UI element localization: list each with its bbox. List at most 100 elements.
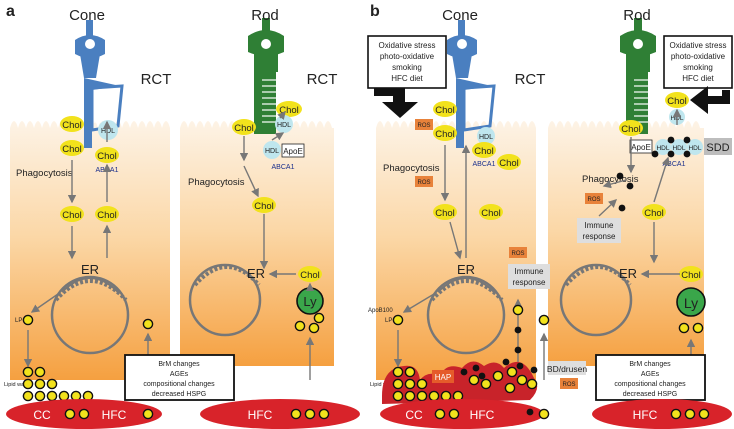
chol-badge: Chol [276, 101, 302, 117]
rod-title-a: Rod [251, 7, 279, 24]
svg-text:Immune: Immune [585, 221, 614, 230]
chol-badge: Chol [472, 142, 496, 158]
svg-text:Ly: Ly [303, 294, 317, 309]
svg-text:Chol: Chol [474, 146, 494, 157]
svg-text:Immune: Immune [515, 267, 544, 276]
rpe-cell-a-left [10, 121, 170, 380]
er-label-a-rod: ER [247, 266, 265, 281]
rod-photoreceptor-b [620, 18, 656, 134]
ros-box: ROS [415, 176, 433, 187]
chol-badge: Chol [232, 119, 256, 135]
svg-text:ApoE: ApoE [283, 147, 303, 156]
chol-badge: Chol [642, 204, 666, 220]
phagocytosis-label-b: Phagocytosis [383, 163, 440, 174]
hdl-badge: HDL [275, 115, 293, 133]
phagocytosis-label-a: Phagocytosis [16, 168, 73, 179]
lipid-wall-label-b: Lipid wall [370, 382, 393, 388]
chol-badge: Chol [479, 204, 503, 220]
lysosome: Ly [676, 287, 706, 317]
rpe-cell-a-right [180, 121, 334, 366]
svg-text:Oxidative stress: Oxidative stress [379, 41, 436, 50]
svg-text:ROS: ROS [587, 197, 600, 203]
lysosome: Ly [296, 287, 324, 315]
svg-text:HFC diet: HFC diet [391, 74, 423, 83]
svg-text:Chol: Chol [667, 96, 687, 107]
svg-text:Chol: Chol [62, 120, 82, 131]
lipid-wall-label-a: Lipid wall [4, 382, 27, 388]
svg-text:HDL: HDL [101, 128, 115, 135]
chol-badge: Chol [679, 266, 703, 282]
svg-text:BD/drusen: BD/drusen [547, 364, 587, 374]
svg-text:Chol: Chol [62, 144, 82, 155]
svg-text:AGEs: AGEs [170, 371, 189, 378]
svg-text:HDL: HDL [688, 145, 701, 152]
er-label-b-rod: ER [619, 266, 637, 281]
cc-label-a: CC [33, 408, 51, 422]
hdl-badge: HDL [98, 120, 118, 140]
er-organelle-a-rod [188, 263, 262, 337]
hdl-cluster: HDL HDL HDL [651, 136, 703, 158]
svg-text:Chol: Chol [481, 208, 501, 219]
apoe-box: ApoE [281, 143, 305, 158]
svg-text:BrM changes: BrM changes [158, 361, 200, 368]
svg-text:decreased HSPG: decreased HSPG [623, 391, 677, 398]
svg-text:photo-oxidative: photo-oxidative [671, 52, 726, 61]
bd-drusen-box: BD/drusen [547, 361, 587, 375]
rct-label-b: RCT [515, 71, 546, 88]
svg-text:Chol: Chol [97, 151, 117, 162]
svg-text:Chol: Chol [234, 123, 254, 134]
svg-text:smoking: smoking [392, 63, 422, 72]
chol-badge: Chol [60, 206, 84, 222]
svg-text:compositional changes: compositional changes [143, 381, 215, 388]
cone-photoreceptor-a [75, 20, 124, 148]
chol-badge: Chol [298, 266, 322, 282]
rod-photoreceptor-a [248, 18, 284, 134]
svg-text:HDL: HDL [656, 145, 669, 152]
rct-label-a-rod: RCT [307, 71, 338, 88]
svg-text:Ly: Ly [684, 295, 698, 311]
chol-badge: Chol [433, 204, 457, 220]
svg-text:Chol: Chol [254, 201, 274, 212]
svg-text:Chol: Chol [279, 105, 299, 116]
chol-badge: Chol [619, 120, 643, 136]
chol-badge: Chol [95, 147, 119, 163]
svg-text:compositional changes: compositional changes [614, 381, 686, 388]
hfc-label-b-2: HFC [633, 408, 658, 422]
svg-text:HDL: HDL [672, 145, 685, 152]
svg-text:HDL: HDL [277, 122, 291, 129]
choroid-vessel-b-right [592, 399, 732, 429]
svg-text:Chol: Chol [621, 124, 641, 135]
hfc-label-a-2: HFC [248, 408, 273, 422]
apob-label: ApoB100 [368, 308, 393, 314]
rpe-cell-b-right [548, 121, 704, 366]
rod-title-b: Rod [623, 7, 651, 24]
svg-text:SDD: SDD [706, 142, 729, 154]
cone-photoreceptor-b [447, 20, 496, 148]
choroid-vessel-a-right [200, 399, 360, 429]
abca1-label: ABCA1 [272, 164, 295, 171]
hdl-badge: HDL [477, 127, 495, 145]
svg-text:Chol: Chol [300, 270, 320, 281]
svg-text:Chol: Chol [681, 270, 701, 281]
lp-label-b: LP [385, 318, 392, 324]
bruch-membrane-box-a: BrM changes AGEs compositional changes d… [124, 354, 235, 401]
ros-box: ROS [415, 119, 433, 130]
hfc-label-a-1: HFC [102, 408, 127, 422]
svg-text:HAP: HAP [435, 373, 451, 382]
svg-text:Chol: Chol [435, 105, 455, 116]
sdd-box: SDD [704, 138, 732, 155]
svg-text:response: response [583, 232, 616, 241]
svg-text:Oxidative stress: Oxidative stress [670, 41, 727, 50]
chol-badge: Chol [497, 154, 521, 170]
choroid-vessel-b-left [380, 399, 544, 429]
bruch-membrane-box-b: BrM changes AGEs compositional changes d… [595, 354, 706, 401]
svg-text:Chol: Chol [435, 208, 455, 219]
er-organelle-b-rod [559, 263, 633, 337]
phagocytosis-label-b-rod: Phagocytosis [582, 174, 639, 185]
rct-label-a-cone: RCT [141, 71, 172, 88]
svg-text:HFC diet: HFC diet [682, 74, 714, 83]
hdl-badge: HDL [263, 141, 281, 159]
flow-arrows-a-rod [239, 110, 315, 380]
svg-text:HDL: HDL [265, 148, 279, 155]
